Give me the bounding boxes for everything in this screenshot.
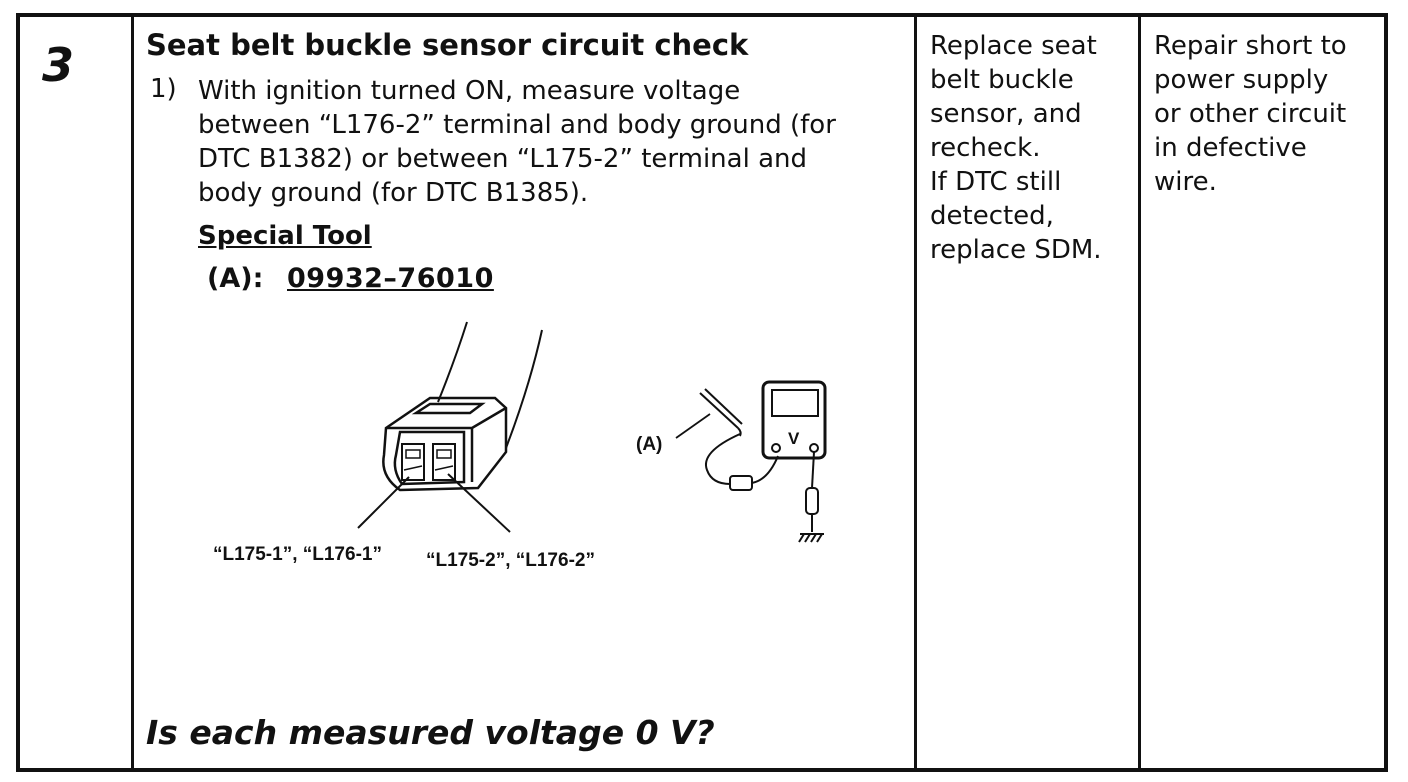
no-action-line: or other circuit [1154, 99, 1347, 129]
no-action: Repair short to power supply or other ci… [1154, 29, 1379, 199]
step-number: 3 [42, 38, 75, 92]
instruction-text: With ignition turned ON, measure voltage… [198, 74, 898, 210]
leader-line [357, 476, 410, 529]
column-divider [131, 13, 134, 772]
yes-action-line: Replace seat [930, 31, 1097, 61]
voltmeter-icon [761, 380, 827, 460]
special-tool-heading: Special Tool [198, 221, 372, 251]
yes-action-line: detected, [930, 201, 1054, 231]
yes-action: Replace seat belt buckle sensor, and rec… [930, 29, 1130, 267]
no-action-line: in defective [1154, 133, 1307, 163]
instruction-line: With ignition turned ON, measure voltage [198, 76, 741, 106]
instruction-line: body ground (for DTC B1385). [198, 178, 589, 208]
probe-icon [699, 388, 743, 485]
yes-action-line: replace SDM. [930, 235, 1102, 265]
probe-label: (A) [636, 434, 662, 455]
wire [505, 329, 543, 449]
step-title: Seat belt buckle sensor circuit check [146, 28, 749, 62]
yes-action-line: If DTC still [930, 167, 1062, 197]
instruction-line: between “L176-2” terminal and body groun… [198, 110, 836, 140]
inline-fuse-icon [729, 455, 779, 491]
yes-action-line: belt buckle [930, 65, 1074, 95]
terminal-label-2: “L175-2”, “L176-2” [426, 550, 595, 571]
check-question: Is each measured voltage 0 V? [146, 713, 715, 752]
column-divider [1138, 13, 1141, 772]
instruction-number: 1) [150, 74, 177, 104]
instruction-line: DTC B1382) or between “L175-2” terminal … [198, 144, 807, 174]
wire [437, 321, 468, 403]
ground-lead-icon [798, 451, 824, 543]
no-action-line: power supply [1154, 65, 1329, 95]
leader-line [447, 473, 511, 533]
column-divider [914, 13, 917, 772]
tool-label: (A): [207, 263, 264, 294]
step-table [16, 13, 1388, 772]
no-action-line: wire. [1154, 167, 1217, 197]
meter-symbol: V [788, 429, 800, 448]
yes-action-line: recheck. [930, 133, 1041, 163]
tool-number: 09932–76010 [287, 263, 494, 294]
no-action-line: Repair short to [1154, 31, 1347, 61]
terminal-label-1: “L175-1”, “L176-1” [213, 544, 382, 565]
connector-icon [382, 396, 508, 492]
yes-action-line: sensor, and [930, 99, 1082, 129]
leader-line [675, 413, 711, 439]
